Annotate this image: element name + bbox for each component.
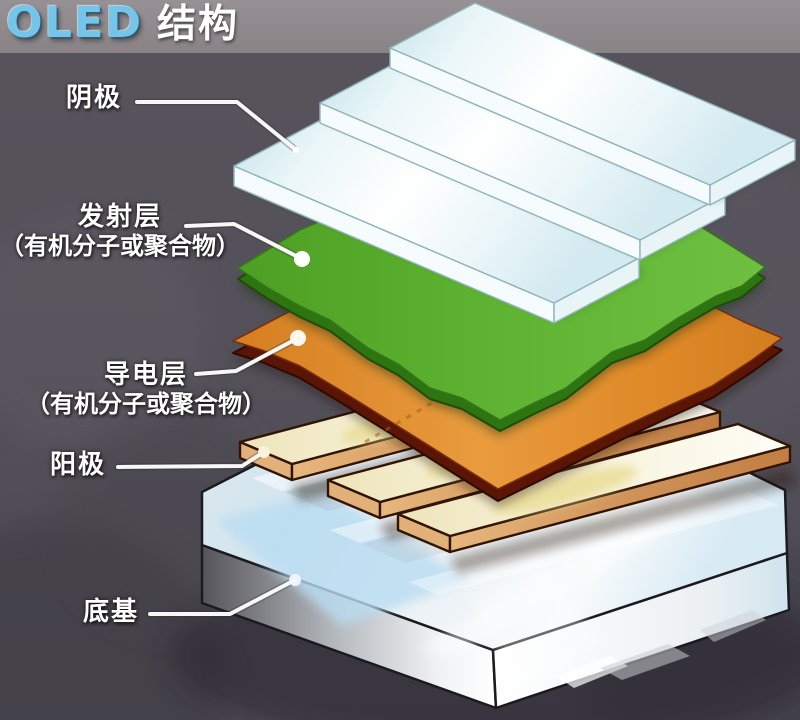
cathode-strip-back — [389, 2, 796, 206]
callout-dot-cathode — [292, 146, 300, 154]
leader-line-emissive — [184, 222, 304, 261]
callout-dot-conductive — [290, 330, 306, 346]
leader-line-cathode — [135, 100, 298, 152]
callout-dot-substrate — [289, 574, 301, 586]
cathode-strip-middle — [319, 57, 726, 261]
substrate-face-glare — [556, 656, 628, 688]
substrate-face-glare — [470, 560, 600, 690]
substrate-blue-sheen — [215, 492, 472, 626]
cathode-strip-front — [233, 120, 640, 324]
callout-dot-anode — [258, 446, 270, 458]
callout-dots — [258, 146, 310, 586]
leader-line-conductive — [194, 336, 300, 376]
cathode-layer — [233, 2, 799, 324]
substrate-face-shade — [700, 610, 766, 642]
anode-shadow — [450, 468, 798, 574]
leader-lines — [116, 100, 304, 616]
anode-sheen — [492, 466, 638, 514]
leader-line-substrate — [148, 578, 297, 616]
substrate-face-shade — [600, 644, 690, 680]
callout-dot-emissive — [294, 251, 310, 267]
leader-line-anode — [116, 450, 266, 469]
